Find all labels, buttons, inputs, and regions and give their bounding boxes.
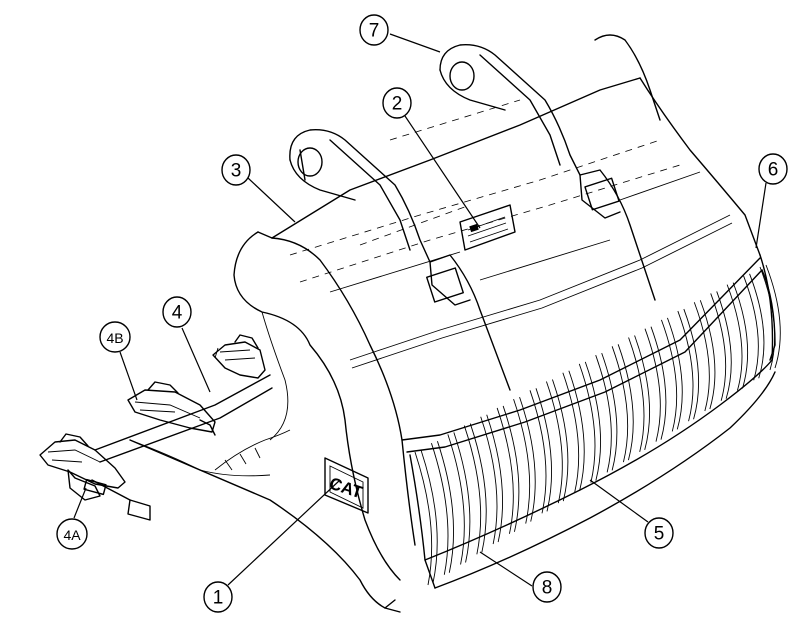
screen-bar: [431, 443, 449, 575]
leader-2: [404, 115, 481, 229]
side-cutout: [261, 311, 289, 441]
leader-1: [227, 479, 341, 586]
screen-bar-edge: [535, 388, 553, 512]
leader-4: [181, 327, 211, 393]
callout-5-label: 5: [654, 524, 665, 545]
screen-bar-edge: [552, 379, 569, 502]
screen-bar: [743, 275, 759, 381]
bucket-body: [129, 77, 774, 613]
screen-bar-edge: [584, 361, 602, 481]
leader-5: [589, 479, 649, 523]
screen-grid: [414, 264, 781, 586]
screen-bar-edge: [617, 344, 634, 461]
screen-bar: [693, 302, 710, 412]
screen-bar-edge: [683, 308, 700, 420]
screen-bar-edge: [486, 414, 504, 543]
callout-1: 1: [203, 581, 233, 613]
leader-3: [247, 177, 296, 223]
screen-bar: [710, 293, 727, 401]
callout-4: 4: [162, 296, 192, 328]
screen-bar-edge: [699, 300, 716, 410]
screen-bar: [578, 363, 596, 483]
screen-bar-edge: [765, 264, 781, 369]
leader-4a: [73, 487, 87, 519]
callout-6: 6: [758, 153, 788, 185]
screen-bar-edge: [634, 335, 651, 451]
leader-7: [389, 33, 441, 53]
callout-4-label: 4: [172, 303, 183, 324]
callout-3-label: 3: [231, 161, 242, 182]
screen-bar: [496, 407, 514, 534]
screen-bar-edge: [667, 317, 683, 430]
screen-bar: [726, 284, 743, 391]
screen-bar: [447, 434, 465, 565]
leader-4b: [119, 351, 138, 401]
screen-bar-edge: [716, 291, 732, 399]
leader-lines: [73, 33, 767, 587]
callout-8: 8: [532, 571, 562, 603]
mounting-bracket-right: [439, 34, 661, 301]
screen-frame: [409, 269, 776, 589]
screen-bar-edge: [601, 352, 618, 471]
screen-bar: [414, 451, 433, 586]
screen-bar-edge: [519, 396, 536, 522]
mounting-bracket-left: [289, 129, 511, 391]
screen-bar: [644, 328, 661, 442]
leader-6: [755, 182, 767, 249]
callout-4a: 4A: [56, 518, 88, 550]
cutting-edge-bar: [91, 374, 291, 521]
cat-logo-plate: CAT: [324, 457, 369, 514]
callout-4b: 4B: [99, 321, 131, 353]
screen-bar: [611, 346, 629, 463]
screen-bar: [595, 354, 612, 473]
callout-2: 2: [382, 87, 412, 119]
screen-bar: [529, 390, 547, 514]
tooth-top: [212, 334, 266, 379]
tooth-middle: [127, 381, 216, 436]
screen-bar: [480, 416, 498, 545]
leader-8: [479, 551, 533, 587]
serial-plate: [459, 204, 516, 251]
screen-bar: [513, 398, 531, 524]
screen-bar: [562, 372, 580, 493]
screen-bar: [677, 310, 694, 422]
callout-1-label: 1: [213, 588, 224, 609]
callout-5: 5: [644, 517, 674, 549]
callout-7: 7: [359, 14, 389, 46]
screen-bar-edge: [437, 441, 455, 573]
screen-bar-edge: [502, 405, 520, 532]
callout-2-label: 2: [392, 94, 403, 115]
callout-6-label: 6: [768, 160, 779, 181]
screen-bar-edge: [749, 273, 765, 379]
screen-bar-edge: [650, 326, 667, 440]
callout-3: 3: [221, 154, 251, 186]
screen-bar-edge: [568, 370, 585, 491]
callout-4b-label: 4B: [106, 330, 123, 346]
tooth-bottom: [39, 433, 126, 501]
screen-bar: [546, 381, 563, 504]
callout-8-label: 8: [542, 578, 553, 599]
callout-4a-label: 4A: [63, 527, 81, 543]
screen-bar: [628, 337, 645, 453]
screen-bar: [661, 319, 678, 432]
screen-bar-edge: [453, 432, 471, 563]
callout-7-label: 7: [369, 21, 380, 42]
screen-bar-edge: [469, 423, 487, 553]
screen-bar: [463, 425, 482, 555]
screen-bar-edge: [420, 449, 438, 584]
screen-bar-edge: [732, 282, 749, 389]
